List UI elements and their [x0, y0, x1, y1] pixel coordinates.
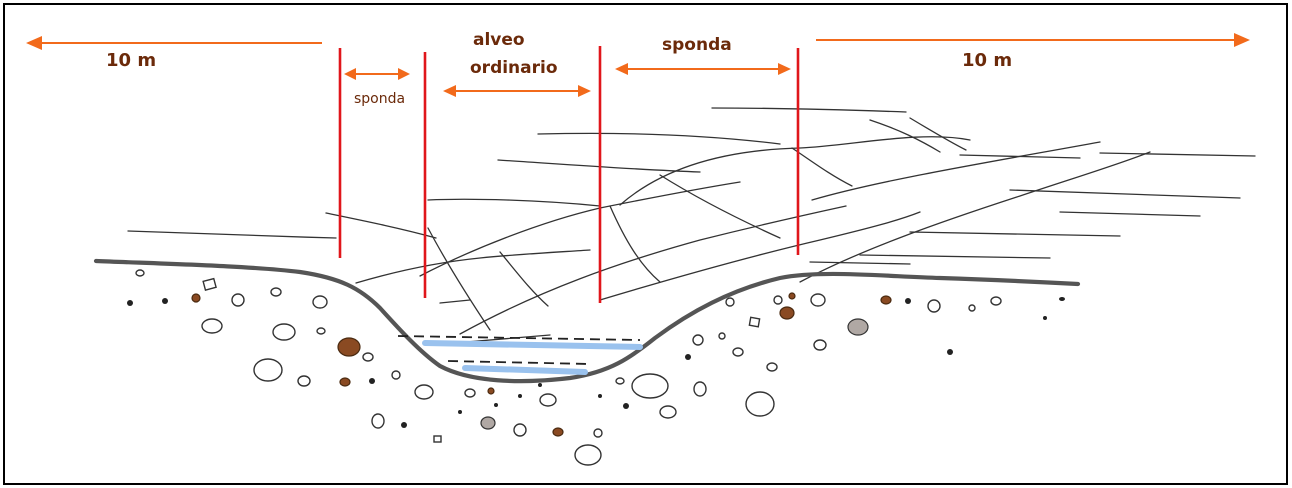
- left-bank-label: sponda: [354, 91, 405, 107]
- left-distance-label: 10 m: [106, 50, 156, 71]
- frame-border: [4, 4, 1287, 484]
- right-bank-label: sponda: [662, 35, 732, 55]
- channel-label-line2: ordinario: [470, 58, 558, 78]
- right-distance-label: 10 m: [962, 50, 1012, 71]
- channel-label-line1: alveo: [473, 30, 525, 50]
